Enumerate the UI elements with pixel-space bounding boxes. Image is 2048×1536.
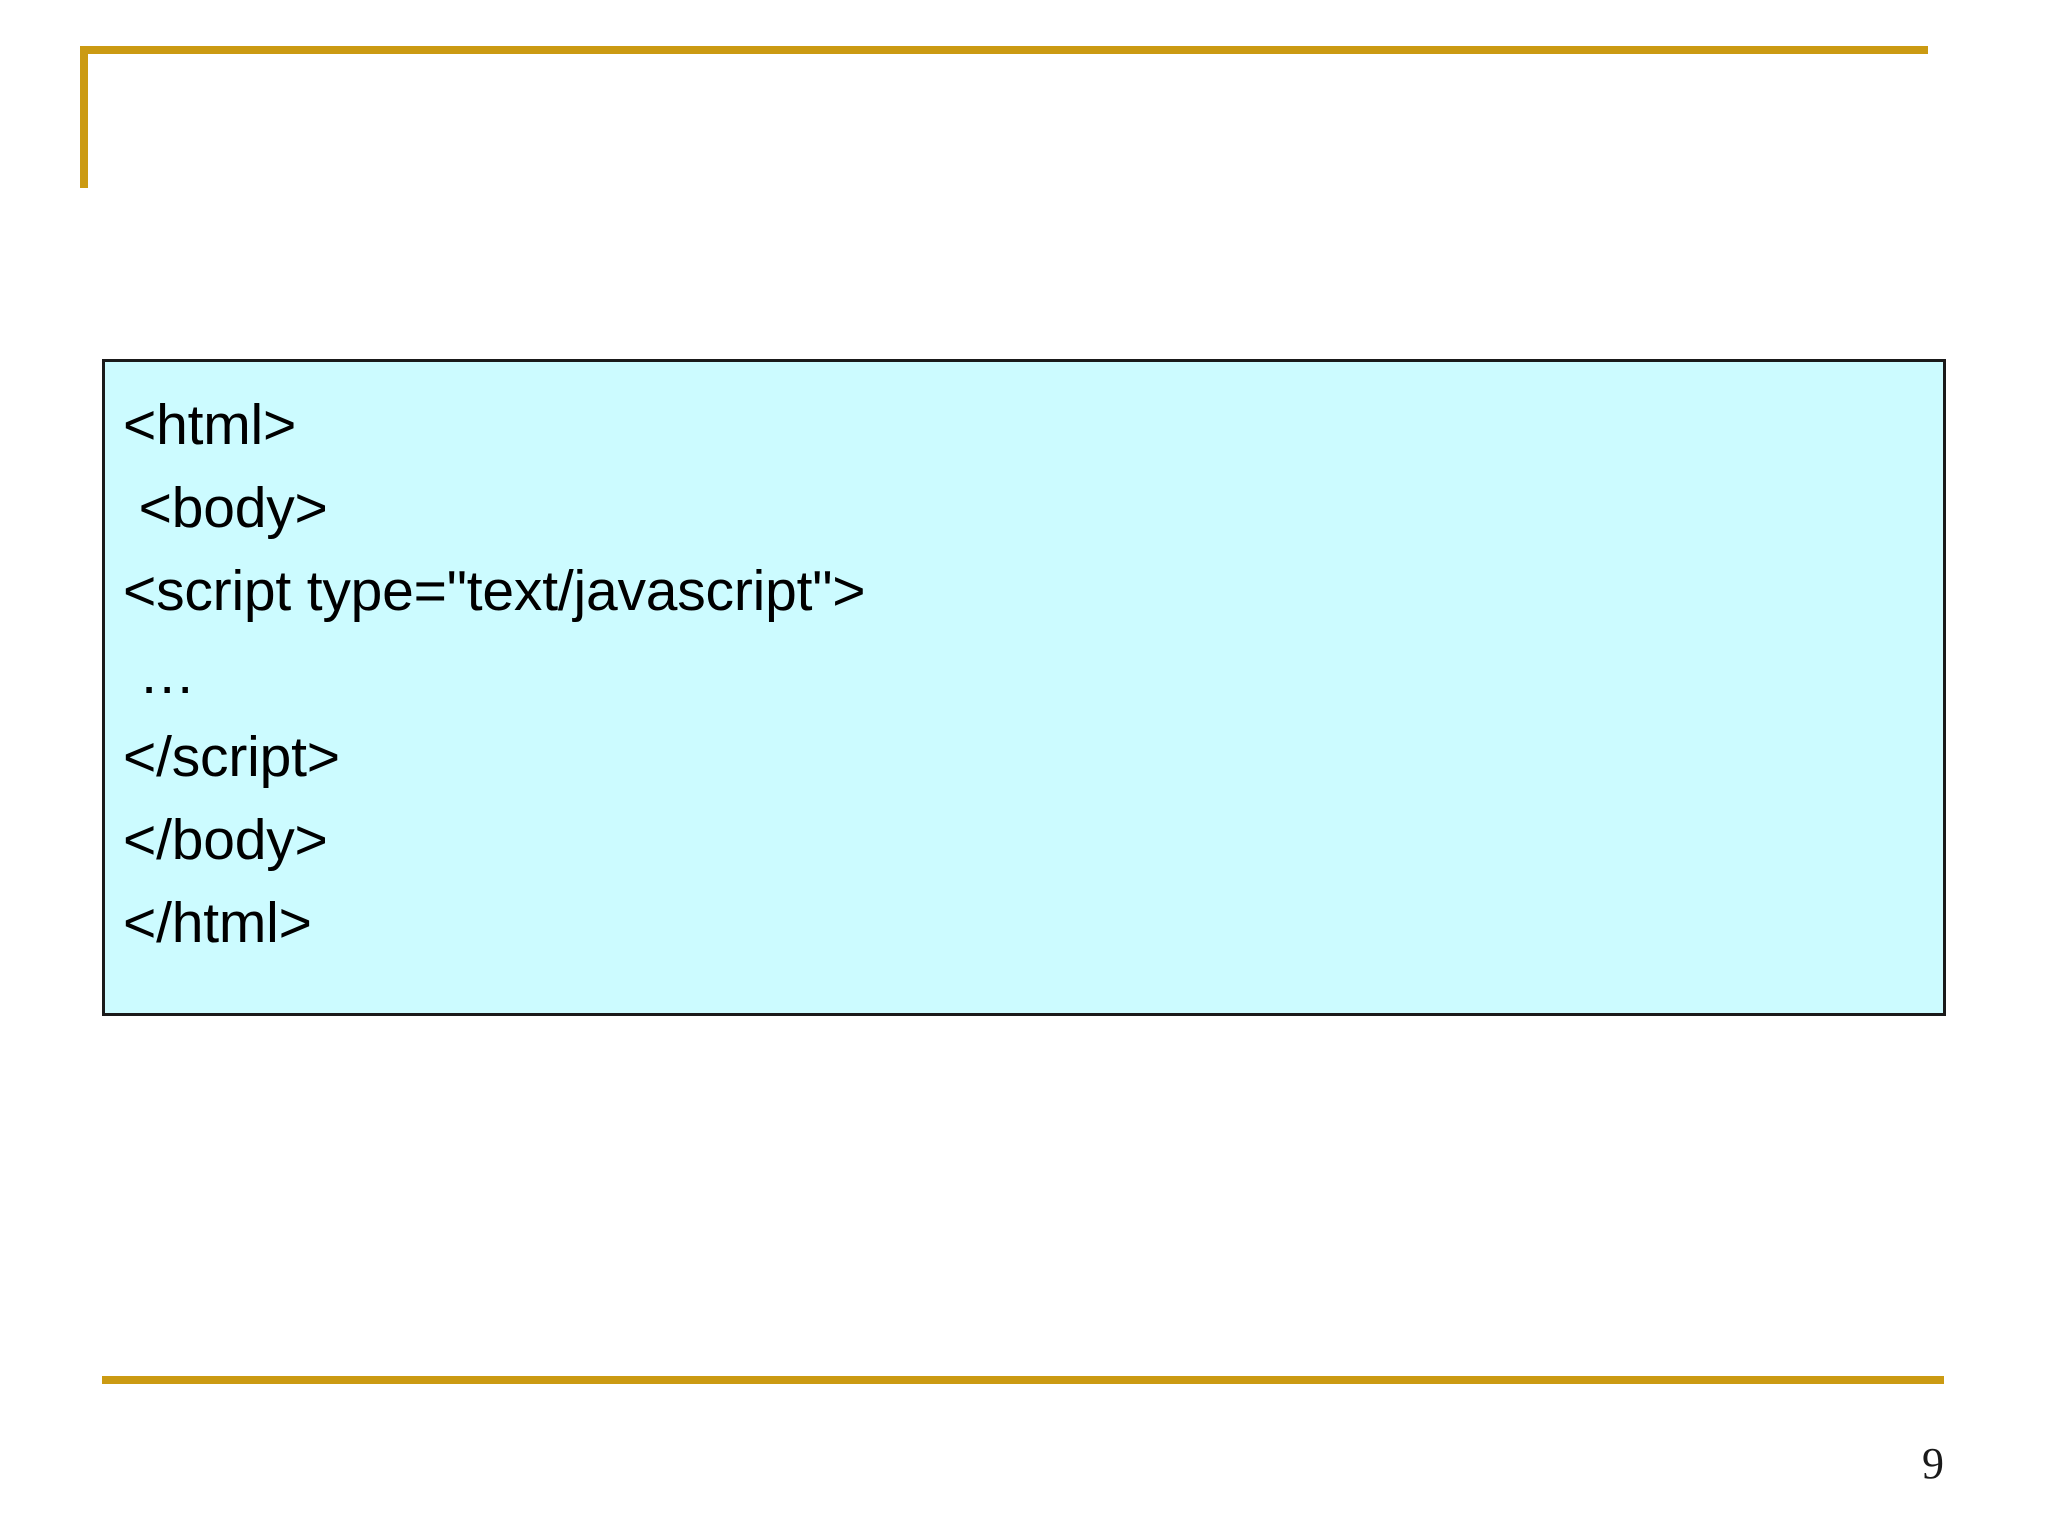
code-line: … [123,642,196,706]
decorative-top-rule [80,46,1928,54]
code-line: <body> [123,476,328,540]
code-line: <html> [123,393,297,457]
code-line: </body> [123,808,328,872]
code-line: </script> [123,725,340,789]
page-number: 9 [1922,1439,1944,1488]
slide-title [110,60,1910,290]
decorative-left-rule [80,46,88,188]
code-block: <html> <body> <script type="text/javascr… [102,359,1946,1016]
code-line: </html> [123,891,312,955]
code-line: <script type="text/javascript"> [123,559,866,623]
decorative-bottom-rule [102,1376,1944,1384]
